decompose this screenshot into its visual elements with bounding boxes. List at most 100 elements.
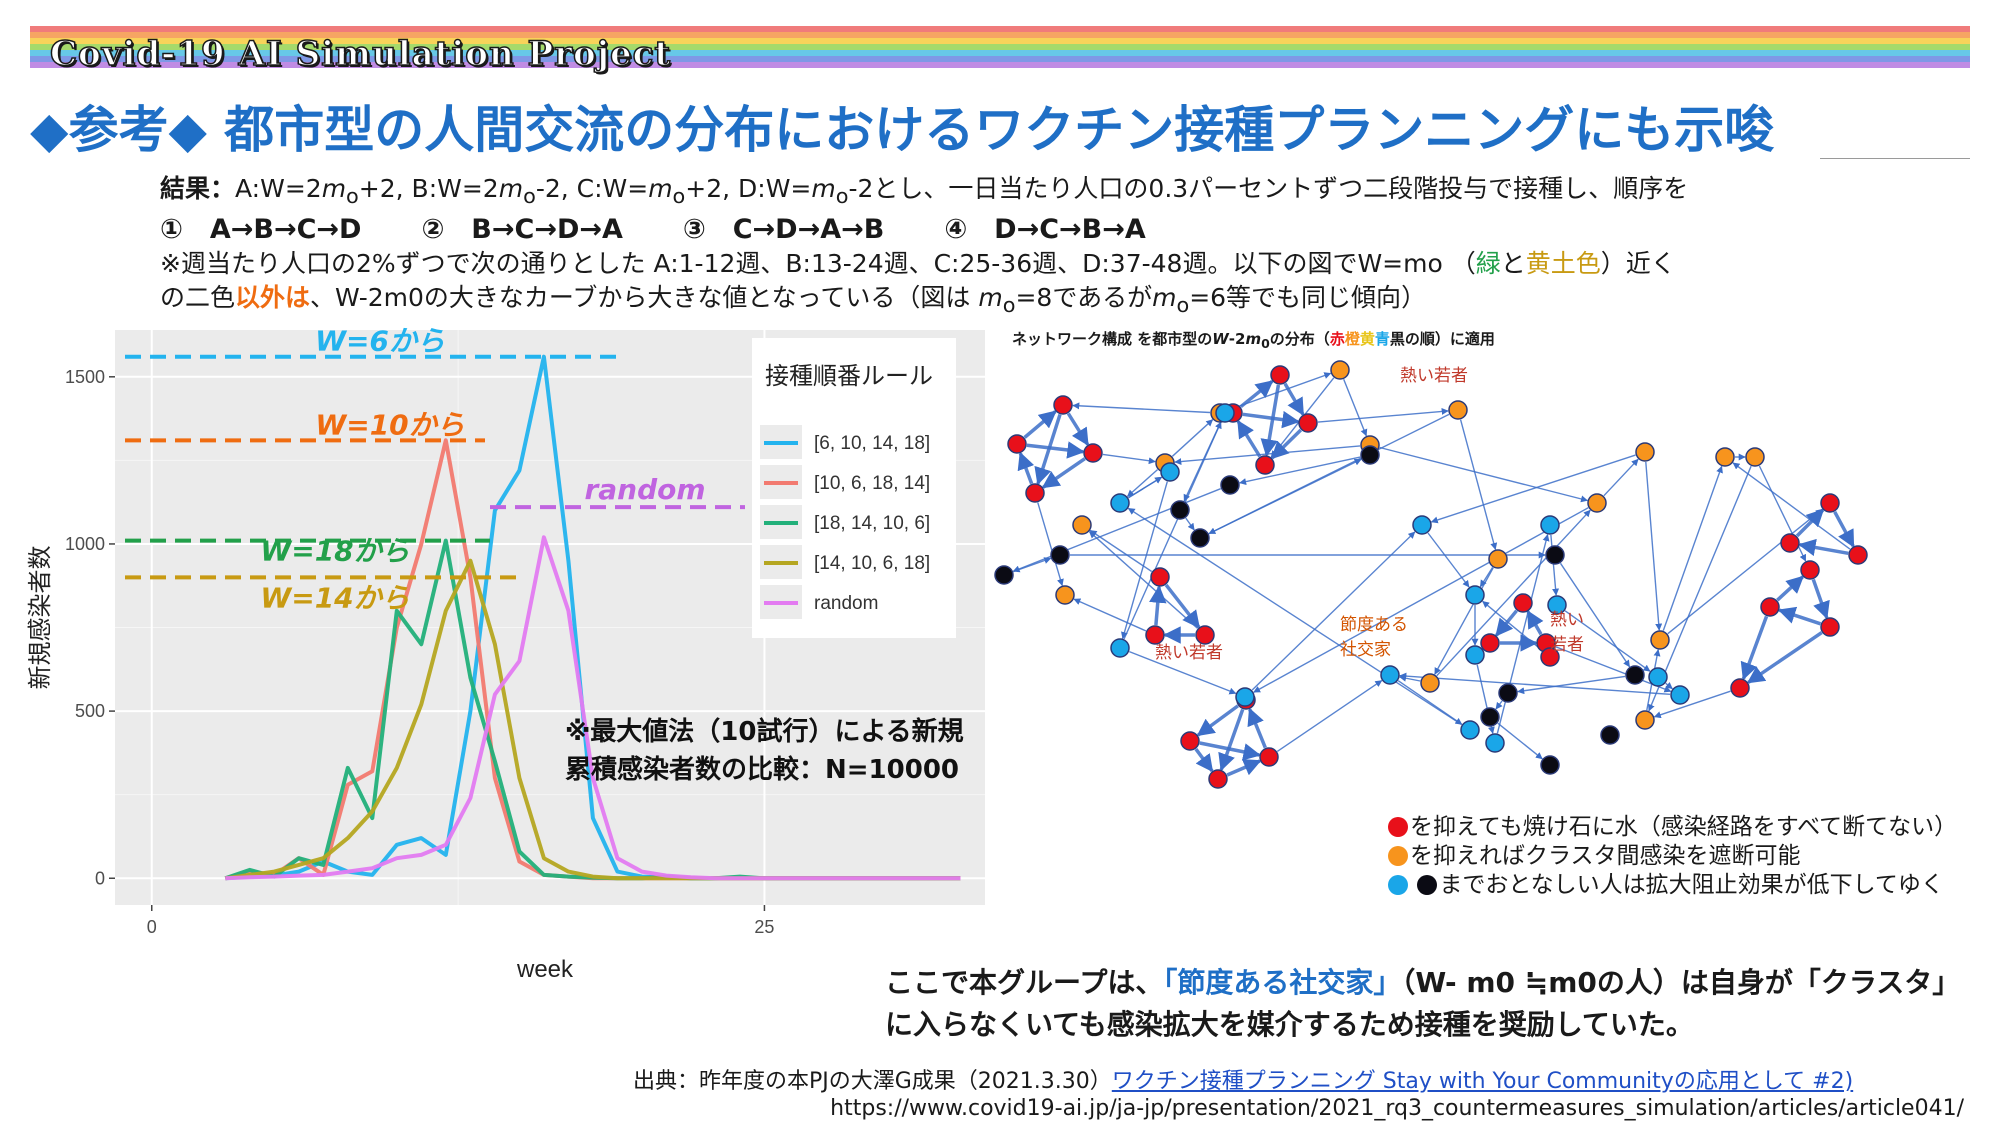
orange-node bbox=[1635, 442, 1655, 462]
network-edge bbox=[1379, 446, 1588, 503]
red-node bbox=[1150, 567, 1170, 587]
network-edge bbox=[1121, 481, 1168, 640]
network-edge bbox=[1066, 412, 1090, 446]
network-legend: を抑えても焼け石に水（感染経路をすべて断てない） を抑えればクラスタ間感染を遮断… bbox=[1388, 813, 1957, 900]
network-edge bbox=[1017, 451, 1035, 485]
rainbow-stripe bbox=[30, 44, 1970, 50]
network-edge bbox=[1196, 704, 1239, 737]
network-edge bbox=[1026, 441, 1085, 459]
legend-title: 接種順番ルール bbox=[765, 362, 933, 390]
reference-label: W=10から bbox=[315, 408, 464, 441]
blue-node bbox=[1110, 493, 1130, 513]
network-edge bbox=[1102, 453, 1156, 465]
rainbow-stripe bbox=[30, 32, 1970, 38]
red-node bbox=[1025, 483, 1045, 503]
orange-dot-icon bbox=[1388, 846, 1408, 866]
network-edge bbox=[1247, 707, 1267, 749]
red-node bbox=[1480, 633, 1500, 653]
red-node bbox=[1780, 533, 1800, 553]
rainbow-stripe bbox=[30, 56, 1970, 62]
network-edge bbox=[1236, 420, 1262, 458]
red-node bbox=[1259, 747, 1279, 767]
network-edge bbox=[1648, 465, 1752, 712]
blue-dot-icon bbox=[1388, 875, 1408, 895]
network-edge bbox=[1811, 578, 1830, 620]
y-tick-label: 1500 bbox=[65, 367, 105, 387]
network-edge bbox=[1218, 708, 1245, 772]
source-url: https://www.covid19-ai.jp/ja-jp/presenta… bbox=[830, 1096, 1964, 1121]
red-node bbox=[1007, 434, 1027, 454]
black-node bbox=[1170, 500, 1190, 520]
red-node bbox=[1195, 625, 1215, 645]
network-edge bbox=[1430, 454, 1636, 524]
network-edge bbox=[1251, 531, 1416, 691]
network-edge bbox=[1526, 610, 1544, 636]
rainbow-banner bbox=[30, 26, 1970, 88]
red-node bbox=[1053, 395, 1073, 415]
order-2: ② B→C→D→A bbox=[421, 214, 623, 245]
blue-node bbox=[1460, 720, 1480, 740]
orange-node bbox=[1715, 447, 1735, 467]
network-edge bbox=[1128, 476, 1163, 499]
rainbow-stripe bbox=[30, 62, 1970, 68]
x-tick-label: 25 bbox=[754, 917, 774, 937]
network-label: 熱い bbox=[1550, 610, 1584, 630]
network-edge bbox=[1427, 532, 1470, 588]
network-edge bbox=[1459, 419, 1498, 550]
network-label: 熱い若者 bbox=[1155, 643, 1223, 663]
network-edge bbox=[1194, 748, 1214, 773]
network-edge bbox=[1479, 567, 1494, 588]
legend-label: [6, 10, 14, 18] bbox=[814, 433, 930, 454]
network-edge bbox=[1073, 598, 1147, 632]
network-edge bbox=[1229, 372, 1332, 411]
blue-node bbox=[1465, 585, 1485, 605]
orange-node bbox=[1650, 630, 1670, 650]
red-node bbox=[1820, 493, 1840, 513]
network-edge bbox=[1123, 421, 1222, 640]
network-edge bbox=[1517, 675, 1626, 695]
network-edge bbox=[1667, 508, 1823, 635]
network-edge bbox=[1129, 650, 1237, 695]
network-edge bbox=[1317, 407, 1449, 423]
red-dot-icon bbox=[1388, 817, 1408, 837]
y-tick-label: 0 bbox=[95, 868, 105, 888]
blue-node bbox=[1380, 665, 1400, 685]
blue-node bbox=[1465, 645, 1485, 665]
blue-node bbox=[1412, 515, 1432, 535]
network-edge bbox=[1171, 419, 1214, 457]
x-tick-label: 0 bbox=[147, 917, 157, 937]
source-citation: 出典：昨年度の本PJの大澤G成果（2021.3.30）ワクチン接種プランニング … bbox=[633, 1069, 1854, 1094]
source-link[interactable]: ワクチン接種プランニング Stay with Your Communityの応用… bbox=[1111, 1069, 1854, 1094]
network-edge bbox=[1239, 456, 1361, 486]
title-divider bbox=[1820, 158, 1970, 159]
network-edge bbox=[1041, 457, 1086, 489]
result-label: 結果： bbox=[160, 174, 236, 203]
network-edge bbox=[1495, 700, 1503, 710]
network-edge bbox=[1089, 529, 1153, 573]
x-axis-title: week bbox=[516, 956, 574, 983]
conclusion-text: ここで本グループは、「節度ある社交家」（W- m0 ≒m0の人）は自身が「クラス… bbox=[885, 966, 1961, 1041]
network-edge bbox=[1732, 462, 1851, 550]
network-edge bbox=[1164, 583, 1201, 629]
network-edge bbox=[1126, 469, 1158, 497]
red-node bbox=[1760, 597, 1780, 617]
red-node bbox=[1083, 443, 1103, 463]
red-node bbox=[1730, 678, 1750, 698]
blue-node bbox=[1540, 515, 1560, 535]
blue-node bbox=[1547, 595, 1567, 615]
black-node bbox=[1498, 683, 1518, 703]
note-line-2: の二色以外は、W-2m0の大きなカーブから大きな値となっている（図は mo=8で… bbox=[160, 283, 1427, 317]
network-edge bbox=[1023, 410, 1057, 439]
network-edge bbox=[1795, 508, 1825, 538]
network-edge bbox=[1436, 509, 1591, 677]
legend-red: を抑えても焼け石に水（感染経路をすべて断てない） bbox=[1388, 813, 1957, 842]
blue-node bbox=[1235, 687, 1255, 707]
red-node bbox=[1800, 560, 1820, 580]
result-description: 結果：A:W=2mo+2, B:W=2mo-2, C:W=mo+2, D:W=m… bbox=[160, 172, 1950, 322]
red-node bbox=[1540, 647, 1560, 667]
network-edge bbox=[1603, 458, 1639, 497]
network-edge bbox=[1037, 502, 1064, 587]
y-tick-label: 500 bbox=[75, 701, 105, 721]
